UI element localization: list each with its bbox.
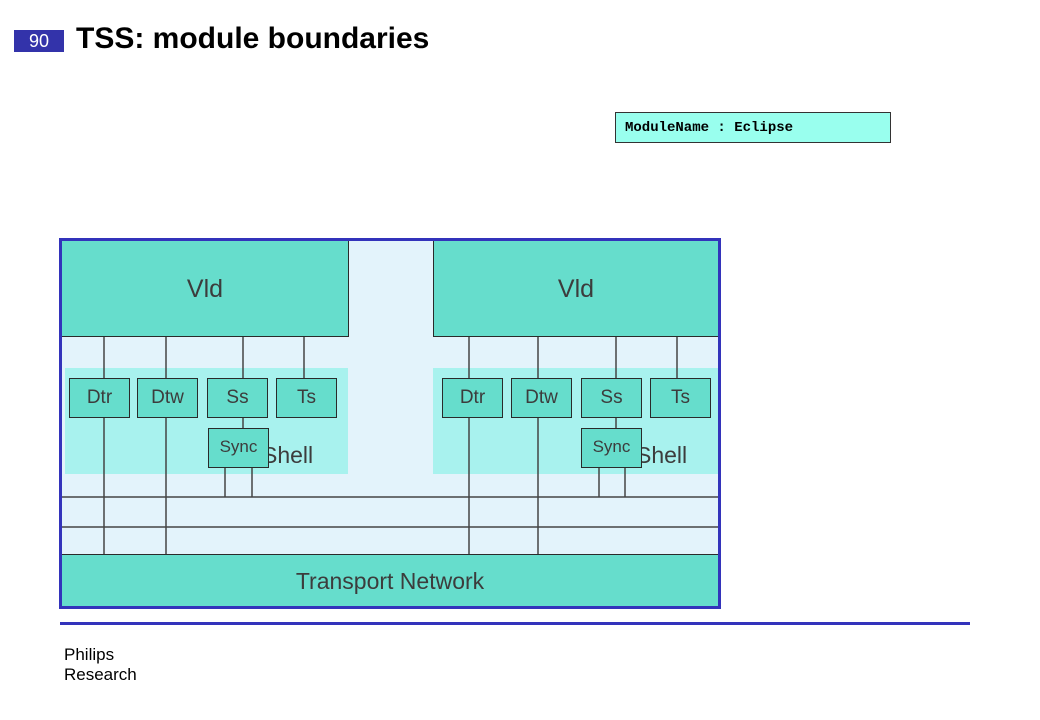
diagram-frame: Vld Vld [59,238,721,609]
shell-label-left: Shell [262,442,314,468]
vld-block-right: Vld [433,241,718,337]
port-ss-left: Ss [207,378,268,418]
connection-wires [62,337,718,554]
footer-divider [60,622,970,625]
module-name-box: ModuleName : Eclipse [615,112,891,143]
vld-block-left: Vld [62,241,349,337]
footer-line-1: Philips [64,645,115,664]
port-dtr-right: Dtr [442,378,503,418]
slide-title: TSS: module boundaries [76,22,430,55]
footer-company: Philips Research [64,645,137,685]
port-dtr-left: Dtr [69,378,130,418]
port-ts-left: Ts [276,378,337,418]
shell-label-right: Shell [636,442,688,468]
port-ss-right: Ss [581,378,642,418]
transport-network-block: Transport Network [62,554,718,606]
slide-number: 90 [14,30,64,52]
port-ts-right: Ts [650,378,711,418]
port-dtw-left: Dtw [137,378,198,418]
footer-line-2: Research [64,665,137,684]
sync-block-left: Sync [208,428,269,468]
port-dtw-right: Dtw [511,378,572,418]
sync-block-right: Sync [581,428,642,468]
